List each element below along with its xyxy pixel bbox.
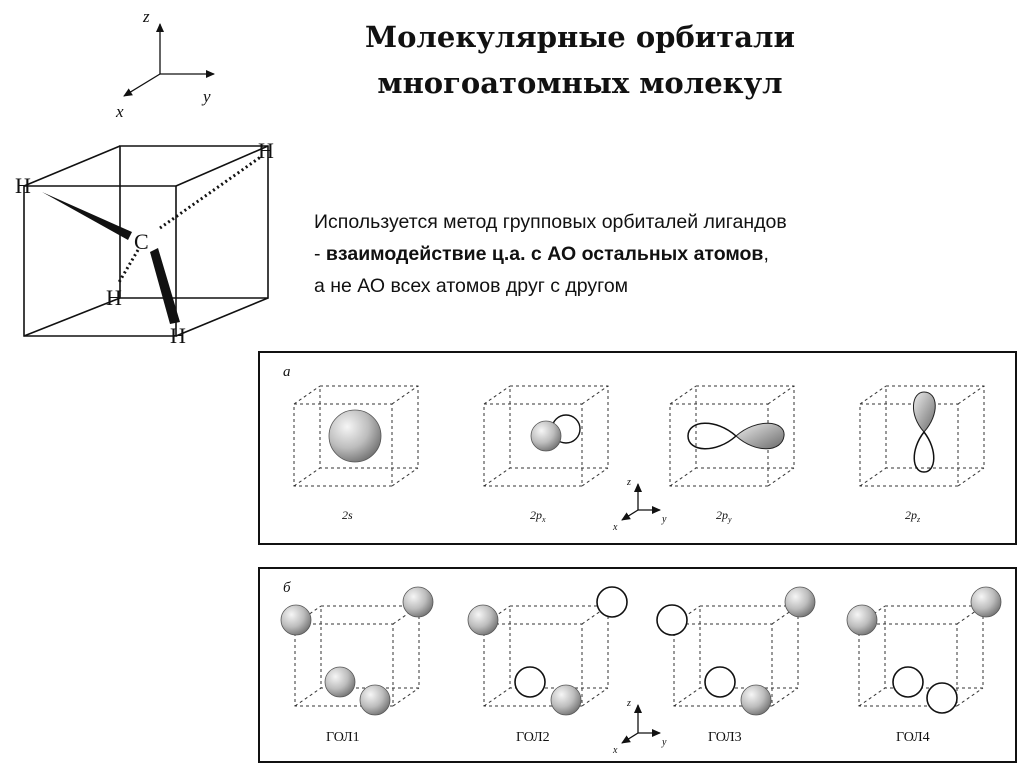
group-orbital-4 <box>846 586 1002 714</box>
pz-orbital-top-lobe <box>913 391 936 433</box>
text-line-1: Используется метод групповых орбиталей л… <box>314 211 787 233</box>
orbital-label-2px: 2px <box>530 508 546 524</box>
group-orbital-2 <box>467 586 628 716</box>
group-orbital-label-4: ГОЛ4 <box>896 730 930 745</box>
axis-x-label: x <box>115 102 124 121</box>
orbital-2py-cube <box>669 385 795 487</box>
orbital-2px-cube <box>483 385 609 487</box>
text-line-2-prefix: - <box>314 243 326 265</box>
py-orbital-left-lobe <box>687 422 738 450</box>
text-line-3: а не АО всех атомов друг с другом <box>314 275 629 297</box>
panel-a-label: а <box>283 364 291 380</box>
group-orbital-label-3: ГОЛ3 <box>708 730 742 745</box>
atom-hydrogen-2: H <box>258 138 274 163</box>
mini-axis-y: y <box>661 514 667 525</box>
main-axes: z y x <box>115 7 215 121</box>
panel-b-mini-axes: z y x <box>612 698 667 756</box>
group-orbital-label-2: ГОЛ2 <box>516 730 550 745</box>
atom-hydrogen-4: H <box>170 323 186 348</box>
py-orbital-right-lobe <box>735 422 785 450</box>
mini-axis-x: x <box>612 522 618 533</box>
bond-wedge-bottom <box>150 248 180 324</box>
s-orbital-sphere <box>328 409 382 463</box>
axis-x-arrow <box>123 73 161 97</box>
text-line-2-suffix: , <box>763 243 769 265</box>
px-orbital-front-lobe <box>530 420 562 452</box>
atom-hydrogen-3: H <box>106 285 122 310</box>
panel-a-atomic-orbitals: а <box>258 351 1017 545</box>
panel-b-frame <box>258 567 1017 763</box>
mini-axis-y-b: y <box>661 737 667 748</box>
panel-b-label: б <box>283 580 291 596</box>
text-line-2-bold: взаимодействие ц.а. с АО остальных атомо… <box>325 243 764 265</box>
title-line-2: многоатомных молекул <box>377 66 783 100</box>
mini-axis-x-b: x <box>612 745 618 756</box>
mini-axis-z: z <box>626 477 631 488</box>
panel-b-group-orbitals: б <box>258 567 1017 763</box>
group-orbital-1 <box>280 586 434 716</box>
orbital-label-2pz: 2pz <box>905 508 921 524</box>
orbital-label-2s: 2s <box>342 508 353 522</box>
slide-title: Молекулярные орбитали многоатомных молек… <box>300 14 860 106</box>
orbital-2s-cube <box>293 385 419 487</box>
bond-wedge-left <box>42 192 132 240</box>
pz-orbital-bottom-lobe <box>913 430 935 473</box>
cube-back-face <box>119 145 269 299</box>
group-orbital-3 <box>656 586 816 716</box>
bond-hashed-right <box>159 154 263 230</box>
description-text: Используется метод групповых орбиталей л… <box>314 206 1014 302</box>
title-line-1: Молекулярные орбитали <box>364 20 796 54</box>
atom-carbon: C <box>134 229 149 254</box>
group-orbital-label-1: ГОЛ1 <box>326 730 360 745</box>
mini-axis-z-b: z <box>626 698 631 709</box>
panel-a-mini-axes: z y x <box>612 477 667 533</box>
axis-z-label: z <box>142 7 150 26</box>
methane-cube-diagram: C H H H H <box>15 138 274 348</box>
panel-a-frame <box>258 351 1017 545</box>
orbital-label-2py: 2py <box>716 508 732 524</box>
atom-hydrogen-1: H <box>15 173 31 198</box>
axis-y-label: y <box>201 87 211 106</box>
bond-hashed-back <box>116 249 140 285</box>
orbital-2pz-cube <box>859 385 985 487</box>
text-line-2: - взаимодействие ц.а. с АО остальных ато… <box>314 238 1014 270</box>
